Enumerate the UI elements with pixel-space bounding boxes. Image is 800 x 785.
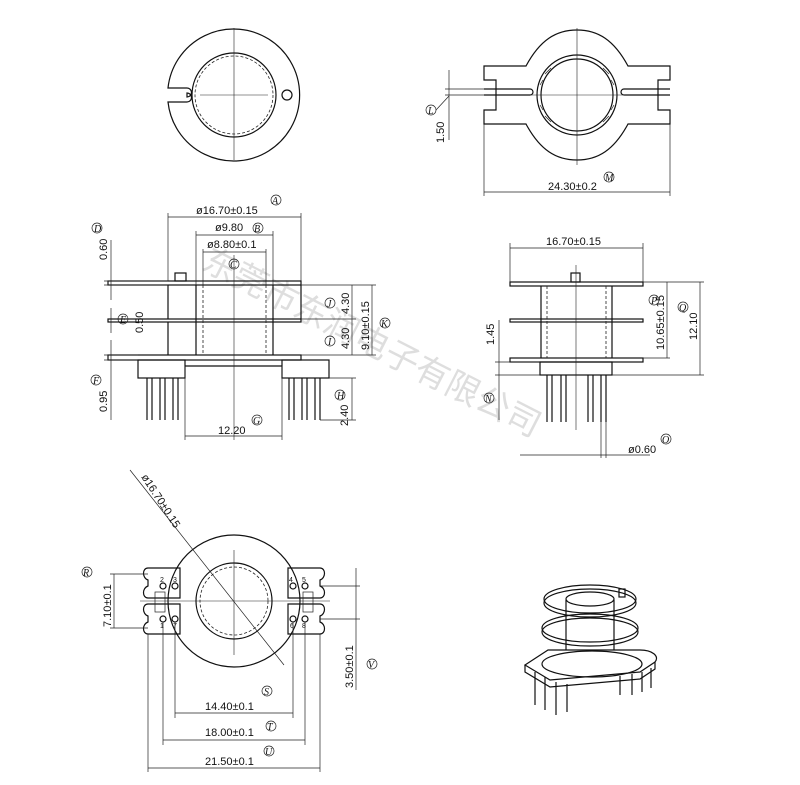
isometric-view [523, 584, 658, 715]
svg-text:12.10: 12.10 [688, 312, 700, 340]
svg-text:L: L [427, 106, 434, 117]
svg-text:S: S [264, 687, 269, 698]
svg-text:9.10±0.15: 9.10±0.15 [360, 301, 372, 350]
svg-text:18.00±0.1: 18.00±0.1 [205, 727, 254, 739]
svg-text:6: 6 [290, 623, 294, 630]
svg-text:8: 8 [302, 623, 306, 630]
svg-text:10.65±0.15: 10.65±0.15 [655, 295, 667, 350]
svg-text:M: M [604, 173, 614, 184]
svg-text:ø16.70±0.15: ø16.70±0.15 [138, 472, 182, 530]
svg-text:B: B [254, 224, 260, 235]
svg-text:0.95: 0.95 [98, 391, 110, 412]
svg-text:O: O [662, 435, 669, 446]
svg-text:P: P [650, 296, 657, 307]
svg-text:V: V [368, 660, 376, 671]
svg-text:2.40: 2.40 [339, 405, 351, 426]
svg-text:14.40±0.1: 14.40±0.1 [205, 701, 254, 713]
svg-text:4.30: 4.30 [340, 293, 352, 314]
svg-text:R: R [82, 568, 89, 579]
side-view: 16.70±0.15 1.45 N 10.65±0.15 12.10 P Q ø… [483, 236, 704, 458]
svg-text:A: A [271, 196, 279, 207]
svg-text:2: 2 [160, 577, 164, 584]
svg-text:E: E [119, 315, 126, 326]
svg-text:G: G [253, 416, 260, 427]
svg-text:7.10±0.1: 7.10±0.1 [102, 584, 114, 627]
svg-text:ø9.80: ø9.80 [215, 222, 243, 234]
svg-text:D: D [93, 224, 102, 235]
svg-text:3.50±0.1: 3.50±0.1 [344, 645, 356, 688]
svg-text:16.70±0.15: 16.70±0.15 [546, 236, 601, 248]
svg-text:21.50±0.1: 21.50±0.1 [205, 756, 254, 768]
svg-text:4: 4 [289, 577, 293, 584]
svg-text:I: I [327, 337, 332, 348]
svg-text:F: F [92, 376, 100, 387]
svg-text:1.50: 1.50 [435, 122, 447, 143]
svg-text:K: K [380, 319, 389, 330]
svg-text:ø0.60: ø0.60 [628, 444, 656, 456]
svg-text:5: 5 [302, 577, 306, 584]
svg-text:H: H [336, 391, 345, 402]
svg-text:24.30±0.2: 24.30±0.2 [548, 181, 597, 193]
svg-text:12.20: 12.20 [218, 425, 246, 437]
top-view-circle [167, 28, 301, 162]
svg-text:4.30: 4.30 [340, 328, 352, 349]
svg-text:3: 3 [173, 577, 177, 584]
bottom-view: 2 3 1 7 4 5 6 8 ø16.70±0.15 7.10±0.1 R 3… [81, 469, 378, 772]
svg-text:T: T [267, 722, 274, 733]
svg-text:ø8.80±0.1: ø8.80±0.1 [207, 239, 256, 251]
svg-text:0.60: 0.60 [98, 239, 110, 260]
svg-text:ø16.70±0.15: ø16.70±0.15 [196, 205, 258, 217]
svg-text:Q: Q [679, 303, 687, 314]
front-view: ø16.70±0.15 A ø9.80 B ø8.80±0.1 C 0.60 D… [90, 194, 391, 440]
svg-text:J: J [327, 299, 332, 310]
svg-text:U: U [265, 747, 273, 758]
top-view-wide: 1.50 L 24.30±0.2 M [425, 28, 671, 196]
svg-text:1.45: 1.45 [485, 324, 497, 345]
svg-text:1: 1 [160, 623, 164, 630]
svg-text:0.50: 0.50 [134, 312, 146, 333]
svg-text:C: C [230, 260, 237, 271]
svg-text:N: N [484, 394, 493, 405]
